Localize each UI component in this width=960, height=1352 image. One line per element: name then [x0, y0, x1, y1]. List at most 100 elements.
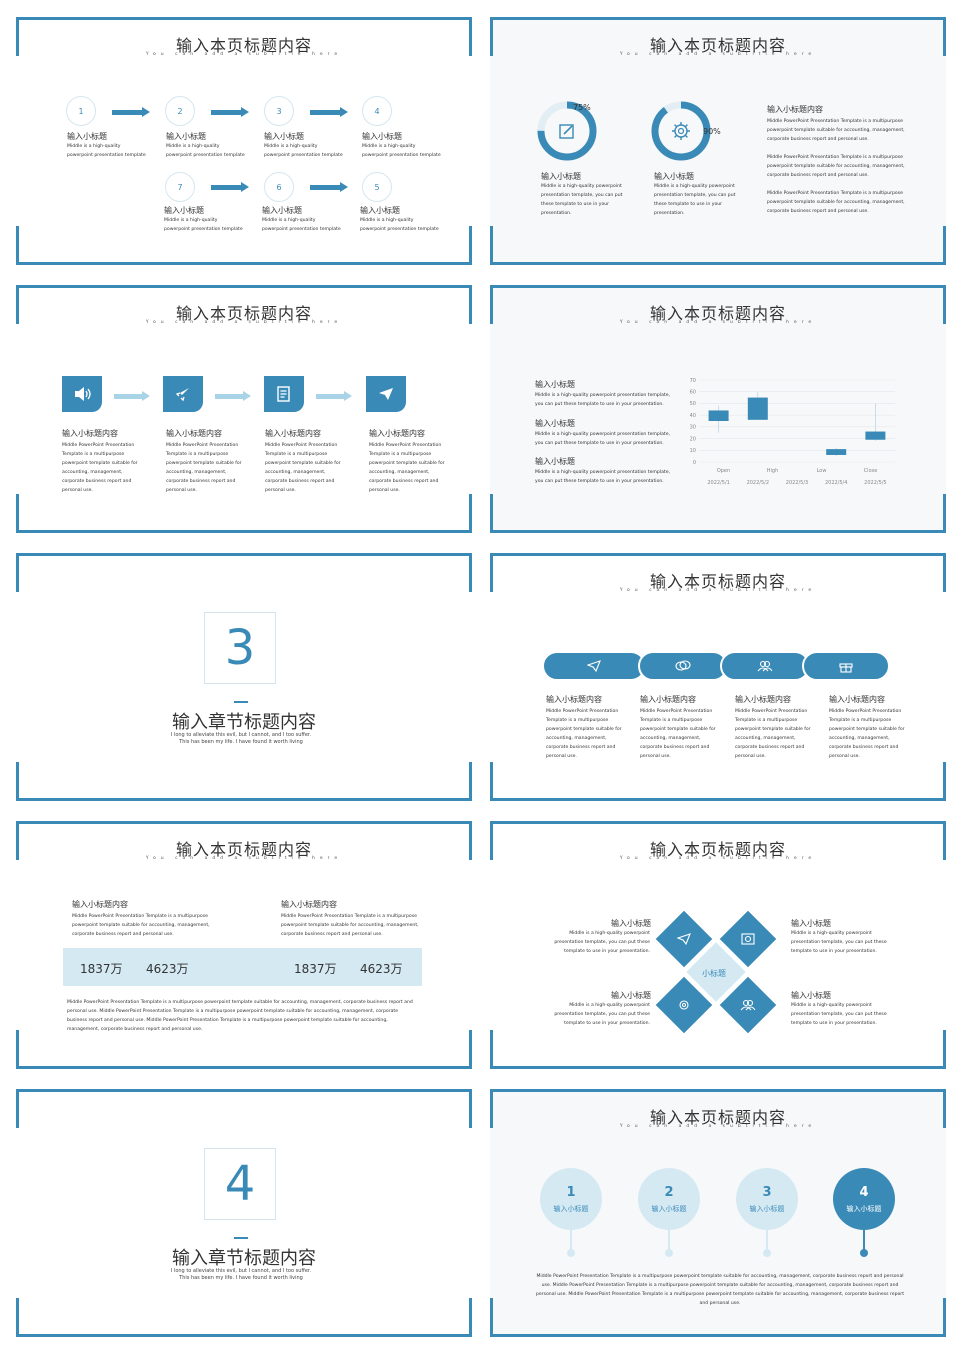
- rocket-icon: [163, 376, 203, 412]
- pin-dot: [763, 1249, 771, 1257]
- slide-2-gauges[interactable]: 输入本页标题内容 You can add a subtitle here 75%…: [490, 17, 946, 265]
- frame-corner: [16, 288, 19, 324]
- frame-corner: [490, 20, 493, 56]
- item-desc: Middle PowerPoint Presentation Template …: [640, 709, 716, 759]
- item-label: 输入小标题内容: [62, 429, 118, 438]
- frame-corner: [943, 1030, 946, 1066]
- slide-8-diamonds[interactable]: 输入本页标题内容 You can add a subtitle here 小标题…: [490, 821, 946, 1069]
- item-label: 输入小标题内容: [265, 429, 321, 438]
- slide-5-section[interactable]: 3 输入章节标题内容 I long to alleviate this evil…: [16, 553, 472, 801]
- divider: [234, 1237, 248, 1239]
- frame-corner: [16, 494, 19, 530]
- y-tick-label: 50: [690, 401, 696, 407]
- frame-corner: [490, 494, 493, 530]
- item-desc: Middle is a high-quality powerpoint pres…: [791, 931, 887, 954]
- gauge-label: 输入小标题: [541, 172, 581, 181]
- frame-corner: [943, 226, 946, 262]
- frame-corner: [469, 1298, 472, 1334]
- col-desc: Middle PowerPoint Presentation Template …: [281, 914, 419, 937]
- pin-stem: [863, 1222, 865, 1252]
- step-number: 5: [362, 172, 392, 202]
- item-label: 输入小标题内容: [166, 429, 222, 438]
- step-desc: Middle is a high-quality powerpoint pres…: [360, 218, 439, 232]
- frame-corner: [16, 824, 19, 860]
- x-tick-label: 2022/5/5: [864, 480, 886, 486]
- candle-body: [865, 431, 886, 440]
- slide-9-section[interactable]: 4 输入章节标题内容 I long to alleviate this evil…: [16, 1089, 472, 1337]
- slide-title: 输入本页标题内容: [649, 840, 786, 859]
- frame-corner: [490, 1030, 493, 1066]
- item-label: 输入小标题内容: [829, 695, 885, 704]
- slide-1-process[interactable]: 输入本页标题内容 You can add a subtitle here 1 2…: [16, 17, 472, 265]
- side-paragraph: Middle PowerPoint Presentation Template …: [767, 119, 905, 142]
- gift-icon: [802, 651, 890, 681]
- footer-text: Middle PowerPoint Presentation Template …: [535, 1274, 905, 1306]
- step-label: 输入小标题: [262, 206, 302, 215]
- step-number: 6: [264, 172, 294, 202]
- slide-title: 输入本页标题内容: [649, 572, 786, 591]
- pin-dot: [567, 1249, 575, 1257]
- item-label: 输入小标题: [791, 991, 831, 1000]
- step-label: 输入小标题: [362, 132, 402, 141]
- frame-corner: [469, 1030, 472, 1066]
- step-number: 3: [264, 96, 294, 126]
- item-label: 输入小标题内容: [735, 695, 791, 704]
- item-desc: Middle PowerPoint Presentation Template …: [265, 443, 341, 493]
- section-number: 3: [204, 612, 276, 684]
- item-desc: Middle PowerPoint Presentation Template …: [166, 443, 242, 493]
- slide-title: 输入本页标题内容: [175, 304, 312, 323]
- document-icon: [264, 376, 304, 412]
- y-tick-label: 0: [693, 460, 696, 466]
- frame-corner: [943, 824, 946, 860]
- item-label: 输入小标题内容: [546, 695, 602, 704]
- frame-corner: [16, 20, 19, 56]
- arrow-right-icon: [310, 107, 348, 117]
- frame-corner: [469, 762, 472, 798]
- step-label: 输入小标题: [67, 132, 107, 141]
- users-icon: [720, 651, 810, 681]
- divider: [234, 701, 248, 703]
- legend-label: Low: [817, 468, 827, 474]
- item-desc: Middle PowerPoint Presentation Template …: [735, 709, 811, 759]
- stat-value: 4623万: [360, 962, 403, 976]
- section-title: 输入章节标题内容: [172, 712, 316, 733]
- paper-plane-icon: [542, 651, 646, 681]
- gear-icon: [672, 122, 690, 140]
- item-label: 输入小标题: [535, 380, 575, 389]
- arrow-right-icon: [211, 182, 249, 192]
- y-tick-label: 20: [690, 436, 696, 442]
- arrow-right-icon: [215, 391, 251, 401]
- slide-6-pills[interactable]: 输入本页标题内容 You can add a subtitle here 输入小…: [490, 553, 946, 801]
- section-title: 输入章节标题内容: [172, 1248, 316, 1269]
- legend-label: Open: [717, 468, 730, 474]
- legend-label: Close: [864, 468, 878, 474]
- slide-4-chart[interactable]: 输入本页标题内容 You can add a subtitle here 输入小…: [490, 285, 946, 533]
- slide-7-stats[interactable]: 输入本页标题内容 You can add a subtitle here 输入小…: [16, 821, 472, 1069]
- footer-text: Middle PowerPoint Presentation Template …: [67, 1000, 413, 1032]
- side-paragraph: Middle PowerPoint Presentation Template …: [767, 155, 905, 178]
- gauge-percent: 90%: [703, 127, 721, 136]
- slide-title: 输入本页标题内容: [649, 36, 786, 55]
- frame-corner: [469, 824, 472, 860]
- pin-stem: [668, 1222, 670, 1252]
- pin-dot: [665, 1249, 673, 1257]
- slide-subtitle: You can add a subtitle here: [619, 856, 817, 861]
- slide-title: 输入本页标题内容: [649, 304, 786, 323]
- frame-corner: [469, 494, 472, 530]
- frame-corner: [16, 1092, 19, 1128]
- step-desc: Middle is a high-quality powerpoint pres…: [166, 144, 245, 158]
- frame-corner: [943, 20, 946, 56]
- users-icon: [719, 976, 777, 1034]
- slide-3-icon-steps[interactable]: 输入本页标题内容 You can add a subtitle here 输入小…: [16, 285, 472, 533]
- item-desc: Middle is a high-quality powerpoint pres…: [791, 1003, 887, 1026]
- frame-corner: [16, 1298, 19, 1334]
- frame-corner: [943, 1092, 946, 1128]
- step-desc: Middle is a high-quality powerpoint pres…: [264, 144, 343, 158]
- col-label: 输入小标题内容: [72, 900, 128, 909]
- y-tick-label: 60: [690, 390, 696, 396]
- arrow-right-icon: [112, 107, 150, 117]
